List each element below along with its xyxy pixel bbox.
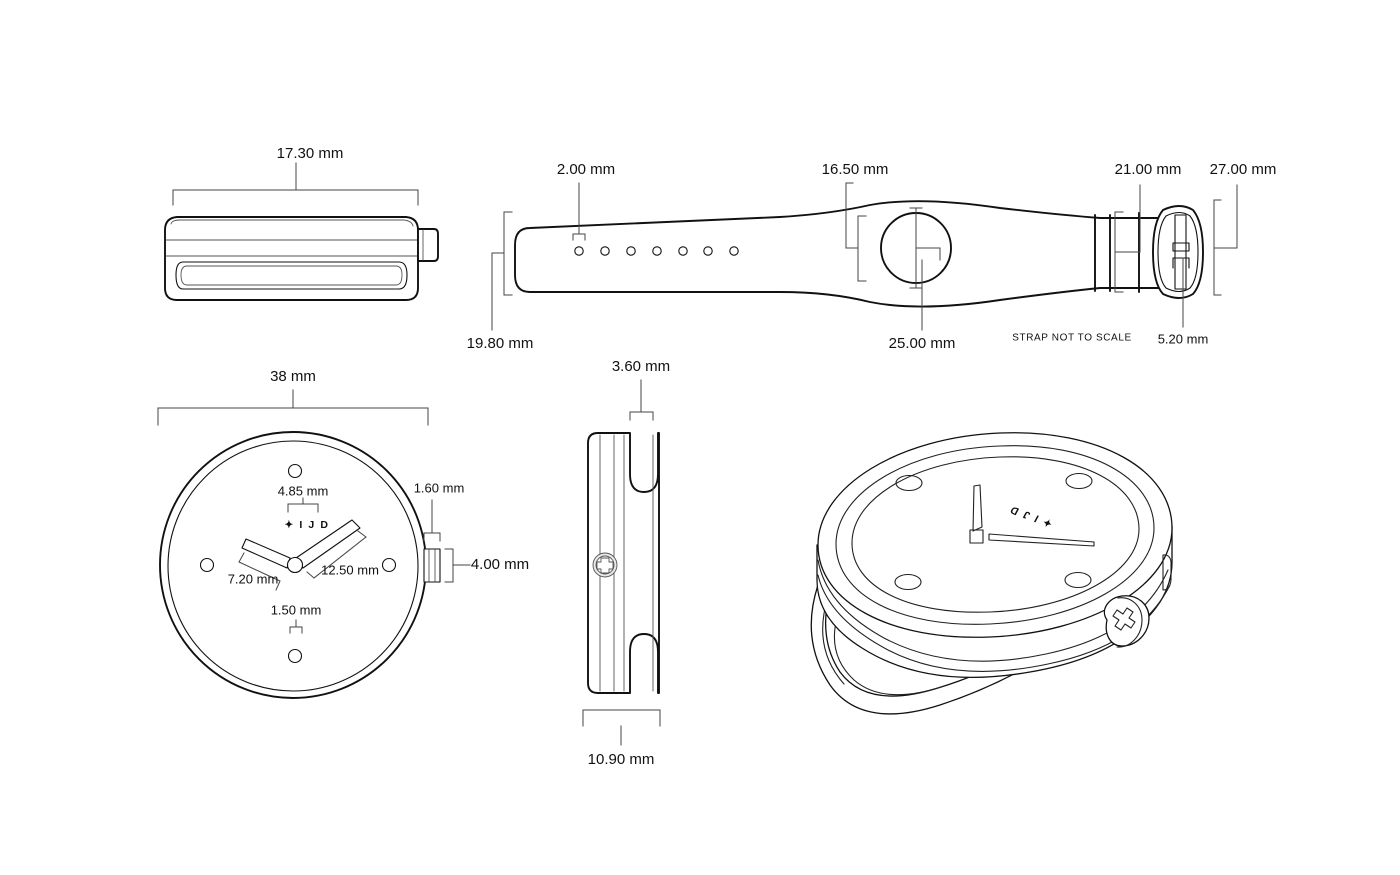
dimension-label-27-00: 27.00 mm [1210, 161, 1277, 178]
iso-hands [969, 484, 1095, 547]
dimension-case-opening: 25.00 mm [889, 247, 956, 352]
dimension-hour-hand: 7.20 mm [228, 552, 281, 591]
dimension-minute-hand: 12.50 mm [306, 530, 379, 579]
dimension-label-3-60: 3.60 mm [612, 358, 670, 375]
dimension-marker-diameter: 1.50 mm [271, 602, 322, 634]
iso-dial-markers [894, 472, 1093, 591]
dimension-label-25-00: 25.00 mm [889, 335, 956, 352]
iso-marker-4 [1064, 571, 1092, 589]
marker-right [381, 557, 397, 573]
crown-side-view [417, 228, 439, 262]
dimension-buckle-tongue: 5.20 mm [1158, 257, 1209, 346]
dimension-label-21-00: 21.00 mm [1115, 161, 1182, 178]
dimension-label-17-30: 17.30 mm [277, 145, 344, 162]
dimension-strap-tip-width: 19.80 mm [467, 211, 534, 352]
marker-bottom [287, 648, 303, 664]
dimension-lug-gap: 3.60 mm [612, 358, 670, 421]
dimension-case-thickness: 10.90 mm [582, 709, 661, 768]
iso-hour-hand [972, 484, 983, 532]
iso-crown [1103, 595, 1150, 648]
dimension-case-diameter: 38 mm [157, 368, 429, 426]
strap-holes [574, 246, 739, 256]
iso-pivot [969, 529, 984, 544]
dimension-label-7-20: 7.20 mm [228, 571, 279, 586]
view-side-profile: 3.60 mm 10.90 mm [582, 358, 670, 768]
iso-marker-3 [894, 573, 922, 591]
marker-top [287, 463, 303, 479]
dial-markers [199, 463, 397, 664]
dimension-label-16-50: 16.50 mm [822, 161, 889, 178]
dimension-label-2-00: 2.00 mm [557, 161, 615, 178]
dimension-label-5-20: 5.20 mm [1158, 331, 1209, 346]
buckle [1152, 205, 1204, 299]
case-side-body [164, 216, 419, 301]
dimension-case-width: 17.30 mm [172, 145, 419, 206]
dimension-keeper-span: 21.00 mm [1114, 161, 1182, 293]
dimension-label-4-85: 4.85 mm [278, 483, 329, 498]
dimension-label-10-90: 10.90 mm [588, 751, 655, 768]
dimension-label-1-60: 1.60 mm [414, 480, 465, 495]
dimension-crown-height: 4.00 mm [444, 548, 529, 583]
phillips-screw [592, 552, 618, 578]
strap-body [514, 200, 1166, 308]
strap-scale-note: STRAP NOT TO SCALE [1012, 333, 1132, 344]
watch-hands-front [241, 519, 361, 574]
iso-bezel [817, 432, 1173, 638]
dimension-label-4-00: 4.00 mm [471, 556, 529, 573]
dial-logo: ✦ I J D [284, 519, 329, 531]
hands-pivot [286, 556, 304, 574]
dimension-hole-diameter: 2.00 mm [557, 161, 615, 241]
dimension-label-38: 38 mm [270, 368, 316, 385]
dimension-label-19-80: 19.80 mm [467, 335, 534, 352]
iso-pusher [1162, 554, 1172, 591]
view-front-dial: 38 mm ✦ I J D 4.85 mm [157, 368, 529, 699]
view-isometric: ✦ I J D [810, 432, 1173, 715]
dimension-crown-projection: 1.60 mm [414, 480, 465, 542]
view-strap-plan: 2.00 mm 19.80 mm 16.50 mm 25.00 mm [467, 161, 1277, 352]
iso-marker-1 [895, 474, 923, 492]
dimension-buckle-height: 27.00 mm [1210, 161, 1277, 296]
case-side-section [587, 432, 660, 694]
iso-minute-hand [988, 533, 1095, 547]
crown-front-view [423, 548, 441, 583]
iso-marker-2 [1065, 472, 1093, 490]
dimension-label-12-50: 12.50 mm [321, 562, 379, 577]
view-top-side-profile: 17.30 mm [164, 145, 439, 301]
marker-left [199, 557, 215, 573]
dimension-label-1-50: 1.50 mm [271, 602, 322, 617]
dimension-logo-width: 4.85 mm [278, 483, 329, 513]
dimension-lug-width: 16.50 mm [822, 161, 889, 282]
